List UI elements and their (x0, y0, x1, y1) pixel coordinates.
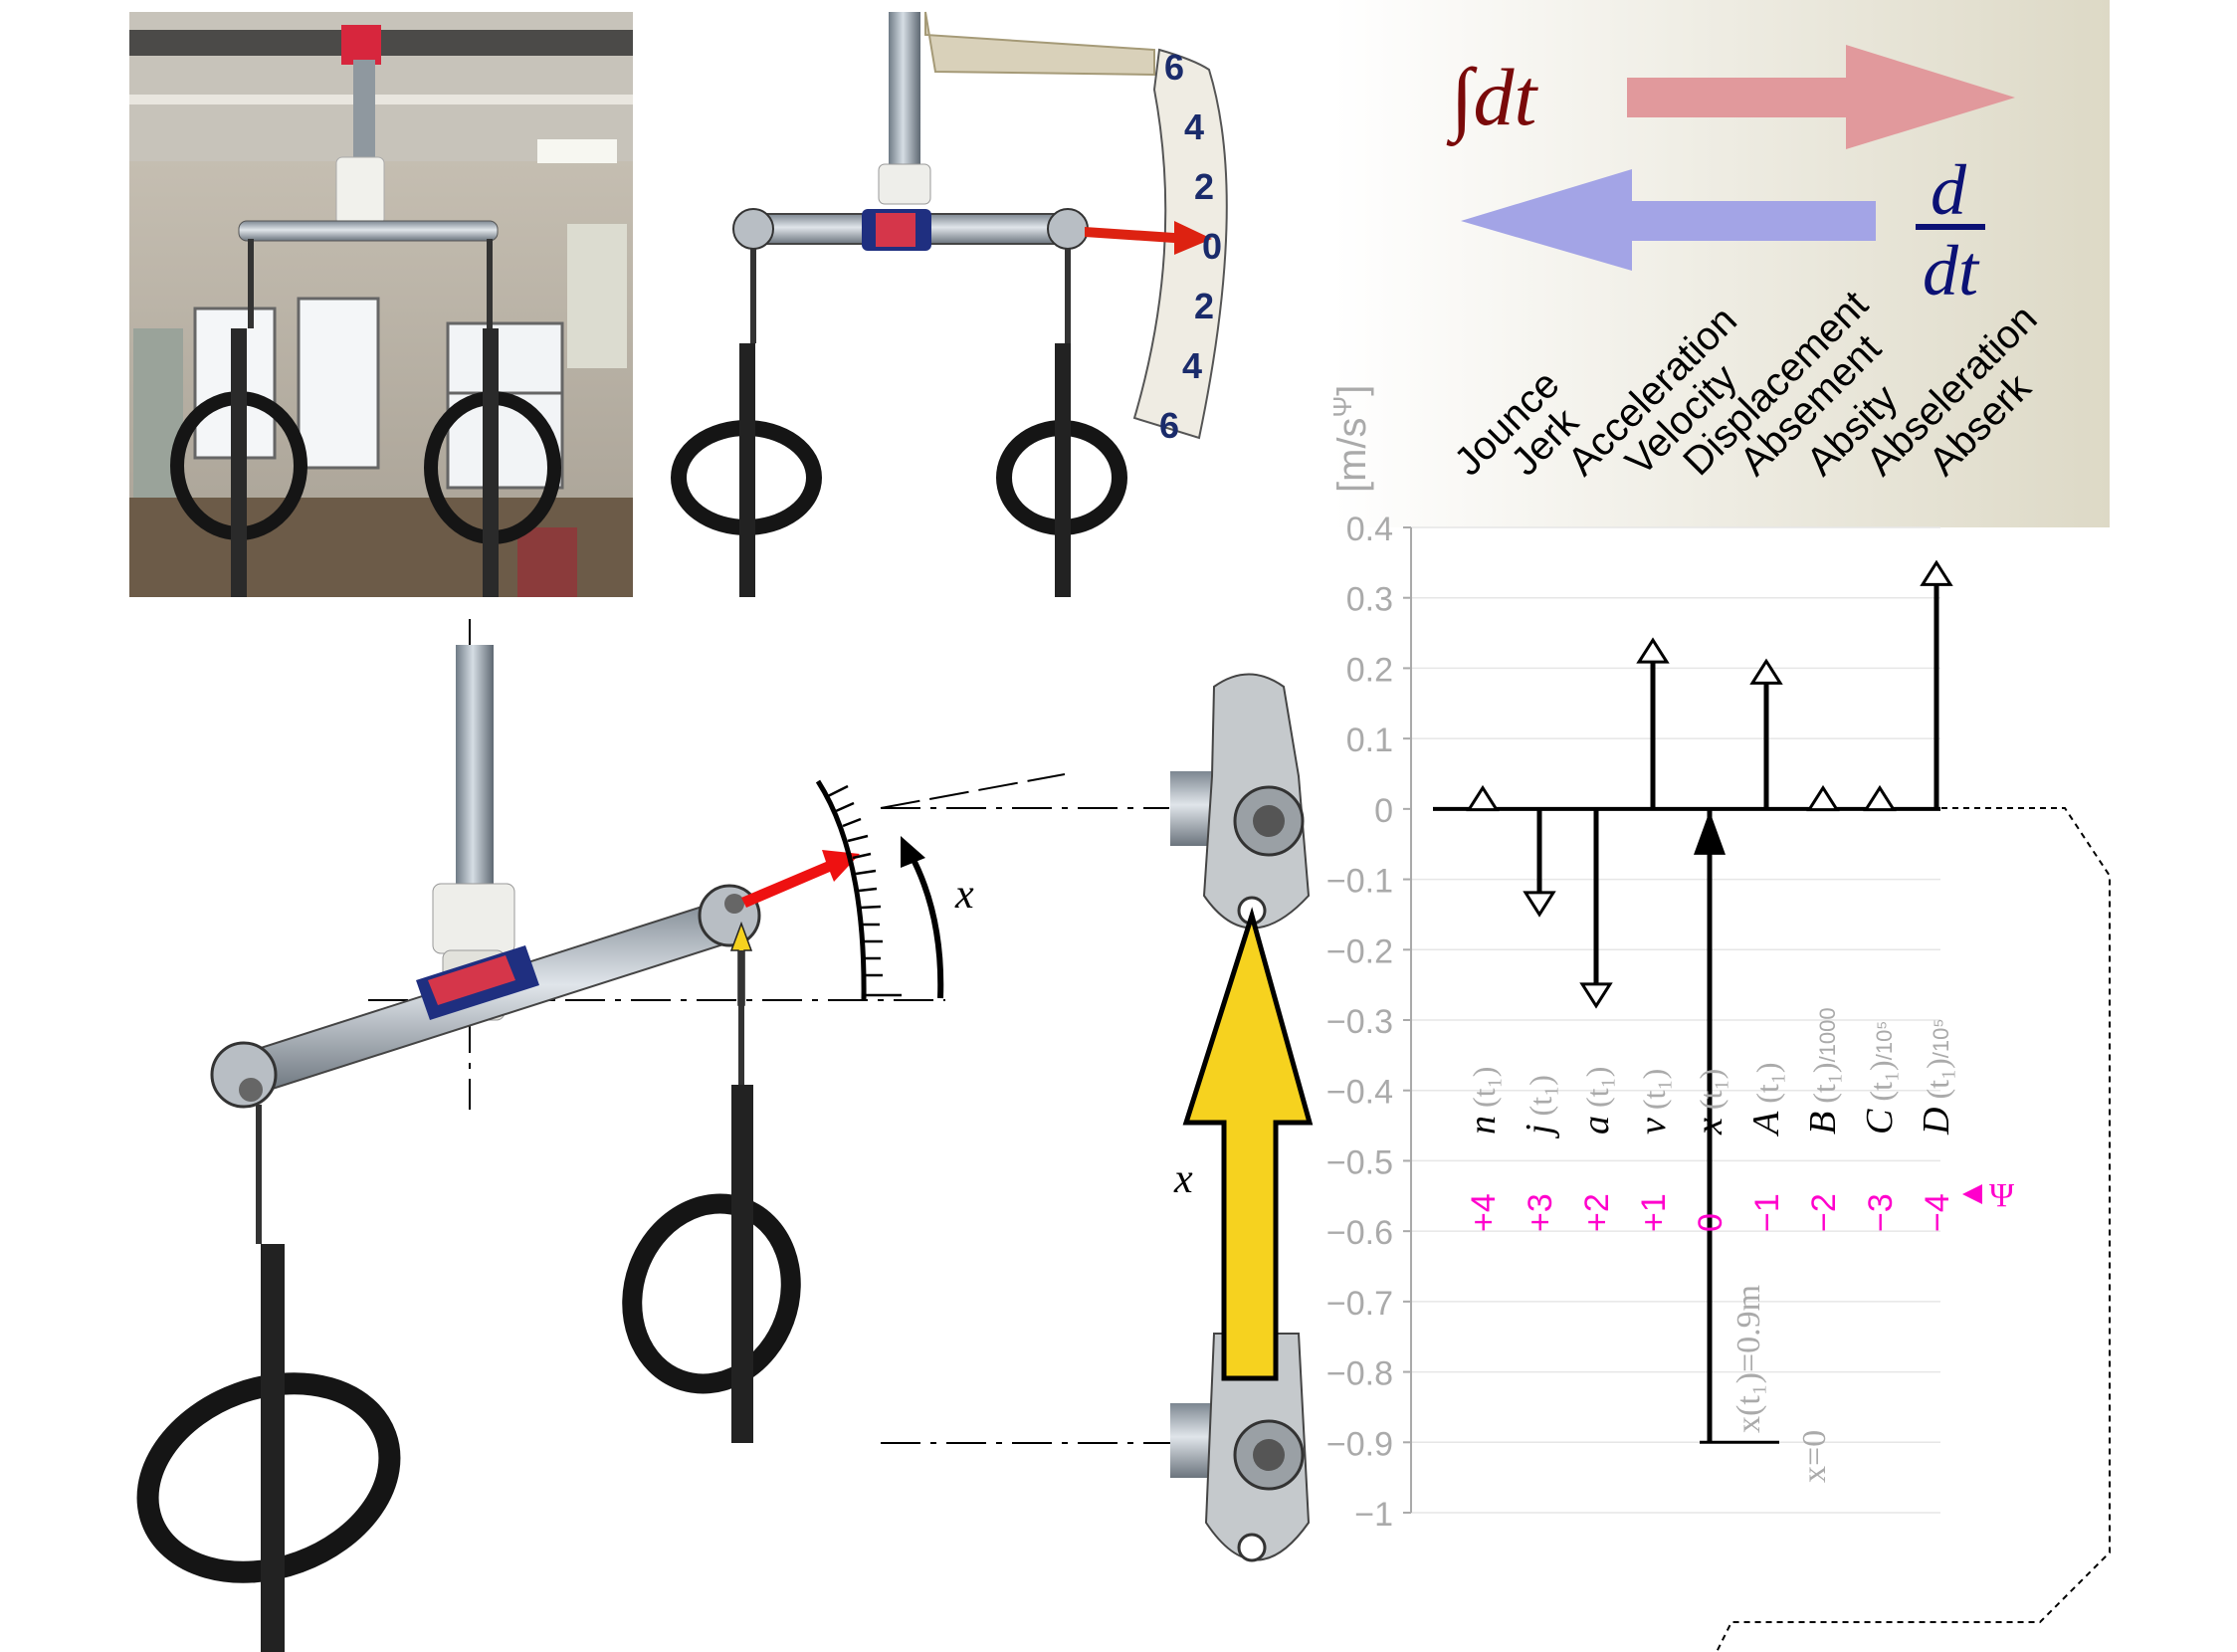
y-tick-label: −0.4 (1326, 1074, 1393, 1112)
psi-index-label: +2 (1578, 1193, 1616, 1232)
rotation-arrow (908, 852, 944, 999)
yellow-displacement-arrow (1182, 907, 1314, 1381)
series-label: v (t₁) (1632, 1069, 1674, 1135)
stem-head (1466, 784, 1500, 812)
y-tick-label: 0.4 (1346, 511, 1393, 548)
psi-index-label: +1 (1635, 1193, 1673, 1232)
y-tick-label: 0.2 (1346, 651, 1393, 689)
y-tick-label: −0.6 (1326, 1214, 1393, 1252)
stem-head (1636, 637, 1670, 664)
y-tick-label: −0.7 (1326, 1285, 1393, 1323)
series-label: n (t₁) (1462, 1067, 1504, 1135)
series-label-group: n (t₁) +4 j (t₁) +3 a (t₁) +2 v (t₁) +1 x (t₁) 0 A… (1462, 1007, 1957, 1232)
scale-label: 4 (1184, 106, 1204, 147)
stem-head (1920, 559, 1953, 586)
calculus-panel: ∫dt d dt Jounce Jerk Acceleration Veloci… (1333, 0, 2110, 527)
rotation-x-label: x (954, 872, 974, 918)
stem-group (1466, 559, 1953, 1444)
derivative-arrow (1461, 169, 1876, 271)
tilted-rings-drawing: x (136, 619, 1066, 1652)
psi-index-label: +4 (1465, 1193, 1503, 1232)
series-label: j (t₁) (1519, 1075, 1560, 1139)
psi-marker (1962, 1184, 1982, 1204)
y-tick-label: −0.3 (1326, 1003, 1393, 1041)
clamp-displacement-drawing: x (881, 673, 1314, 1562)
chart-grid (1411, 526, 1940, 1514)
y-axis-label: [m/sΨ] (1327, 385, 1374, 493)
y-tick-group: 0.4 0.3 0.2 0.1 0 −0.1 −0.2 −0.3 −0.4 −0.5 −0.6 −0.… (1326, 511, 1411, 1534)
scale-label: 0 (1202, 226, 1222, 267)
scale-label: 4 (1182, 345, 1202, 386)
integral-dt-label: ∫dt (1446, 52, 1538, 146)
stem-head (1694, 810, 1726, 855)
series-label: A (t₁) (1745, 1062, 1787, 1137)
integral-arrow (1627, 45, 2015, 149)
displacement-x-label: x (1173, 1156, 1193, 1202)
stem-head (1749, 658, 1783, 685)
psi-label: Ψ (1989, 1177, 2014, 1214)
derivative-numerator: d (1931, 150, 1967, 230)
stem-head (1579, 982, 1613, 1009)
scale-label: 2 (1194, 286, 1214, 326)
psi-index-label: −3 (1862, 1193, 1900, 1232)
series-label: a (t₁) (1575, 1067, 1617, 1135)
y-tick-label: −1 (1354, 1496, 1393, 1534)
y-tick-label: −0.2 (1326, 932, 1393, 970)
y-tick-label: 0.3 (1346, 581, 1393, 619)
series-label: D (t₁)/10⁵ (1916, 1018, 1957, 1136)
y-tick-label: −0.8 (1326, 1355, 1393, 1393)
annotation-zero: x=0 (1796, 1430, 1833, 1483)
room-photo (129, 12, 633, 597)
series-label: B (t₁)/1000 (1802, 1007, 1844, 1135)
stem-head (1523, 891, 1556, 918)
y-tick-label: 0 (1374, 792, 1393, 830)
scale-label: 6 (1159, 405, 1179, 446)
rings-scale-photo: 6 4 2 0 2 4 6 (671, 11, 1228, 597)
stem-chart: 0.4 0.3 0.2 0.1 0 −0.1 −0.2 −0.3 −0.4 −0.5 −0.6 −0.… (1326, 385, 2014, 1534)
psi-index-label: +3 (1522, 1193, 1559, 1232)
dotted-outline (1716, 807, 2111, 1652)
psi-index-label: −1 (1748, 1193, 1786, 1232)
derivative-denominator: dt (1923, 231, 1980, 310)
psi-index-label: −4 (1919, 1193, 1956, 1232)
stem-head (1806, 784, 1840, 812)
y-tick-label: 0.1 (1346, 722, 1393, 759)
psi-index-label: −2 (1805, 1193, 1843, 1232)
y-tick-label: −0.9 (1326, 1425, 1393, 1463)
psi-index-label: 0 (1692, 1213, 1729, 1232)
series-label: C (t₁)/10⁵ (1859, 1021, 1901, 1135)
stem-head (1863, 784, 1897, 812)
scale-label: 2 (1194, 166, 1214, 207)
y-tick-label: −0.5 (1326, 1143, 1393, 1181)
y-tick-label: −0.1 (1326, 863, 1393, 901)
scale-label: 6 (1164, 47, 1184, 88)
series-label: x (t₁) (1689, 1069, 1730, 1136)
annotation-value: x(t₁)=0.9m (1730, 1285, 1767, 1433)
